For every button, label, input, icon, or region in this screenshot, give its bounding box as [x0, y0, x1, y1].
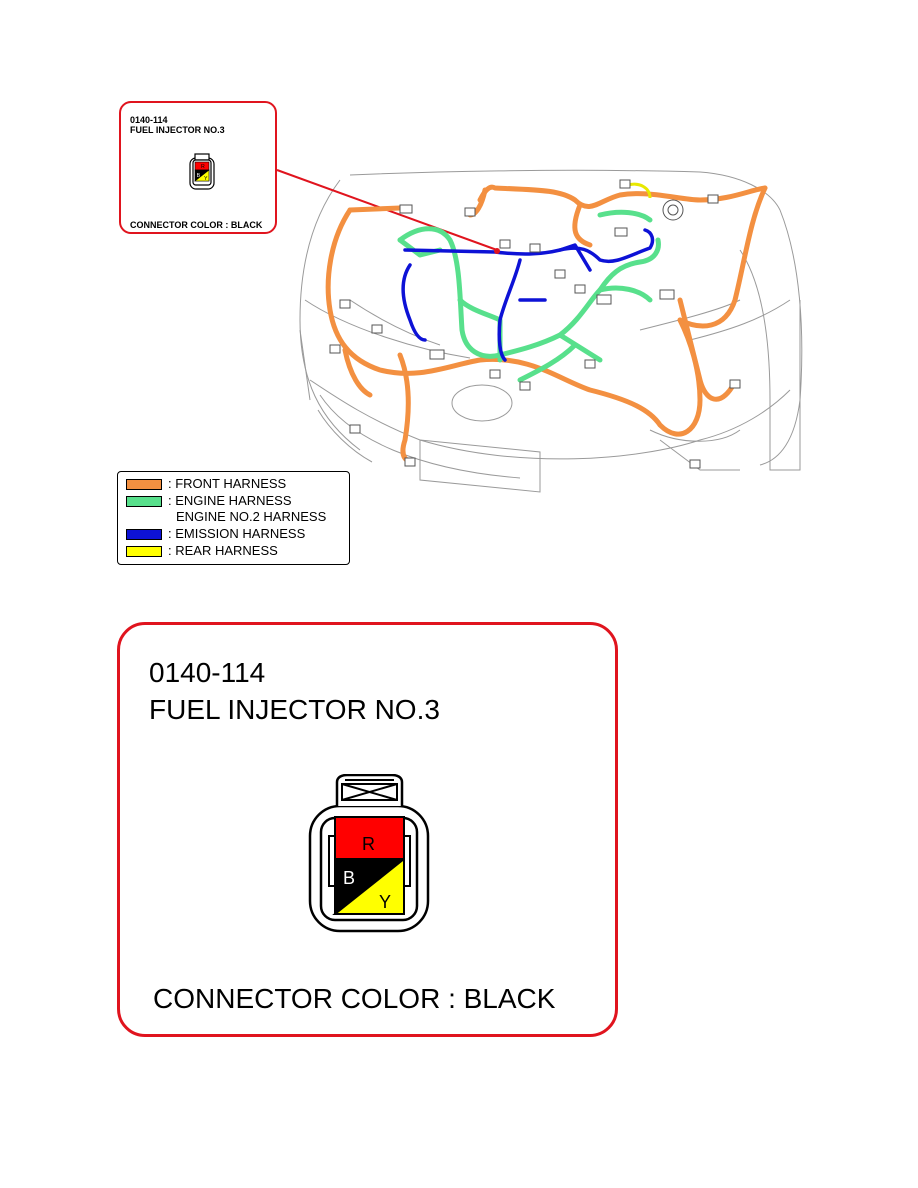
- legend-label-engine: : ENGINE HARNESS: [168, 493, 292, 508]
- connector-color-text: CONNECTOR COLOR : BLACK: [130, 220, 263, 230]
- legend-item-engine: : ENGINE HARNESS: [126, 494, 292, 508]
- connector-name-large: FUEL INJECTOR NO.3: [149, 694, 440, 725]
- connector-face-large-icon: R B Y: [308, 774, 430, 933]
- connector-code-large: 0140-114: [149, 657, 266, 688]
- connector-callout-large: 0140-114 FUEL INJECTOR NO.3 R B Y CONNEC…: [117, 622, 618, 1037]
- pin-y-label: Y: [204, 176, 208, 182]
- connector-name: FUEL INJECTOR NO.3: [130, 125, 225, 135]
- legend-item-front: : FRONT HARNESS: [126, 477, 286, 491]
- legend-label-emission: : EMISSION HARNESS: [168, 526, 306, 541]
- harness-legend: : FRONT HARNESS : ENGINE HARNESS ENGINE …: [117, 471, 350, 565]
- legend-label-rear: : REAR HARNESS: [168, 543, 278, 558]
- engine-bay-diagram: [276, 169, 803, 493]
- legend-swatch-engine: [126, 495, 162, 507]
- legend-label-engine-no2: ENGINE NO.2 HARNESS: [176, 509, 327, 524]
- connector-code: 0140-114: [130, 115, 168, 125]
- pin-b-label: B: [197, 173, 201, 179]
- legend-item-emission: : EMISSION HARNESS: [126, 527, 305, 541]
- connector-face-icon: R B Y: [189, 153, 215, 190]
- connector-color-text-large: CONNECTOR COLOR : BLACK: [153, 983, 556, 1014]
- large-pin-b-label: B: [343, 868, 355, 888]
- legend-item-rear: : REAR HARNESS: [126, 544, 278, 558]
- large-pin-r-label: R: [362, 834, 375, 854]
- legend-swatch-emission: [126, 528, 162, 540]
- large-pin-y-label: Y: [379, 892, 391, 912]
- connector-callout-small: 0140-114 FUEL INJECTOR NO.3 R B Y CONNEC…: [119, 101, 277, 234]
- legend-swatch-rear: [126, 545, 162, 557]
- pin-r-label: R: [201, 164, 205, 170]
- legend-swatch-front: [126, 478, 162, 490]
- legend-label-front: : FRONT HARNESS: [168, 476, 287, 491]
